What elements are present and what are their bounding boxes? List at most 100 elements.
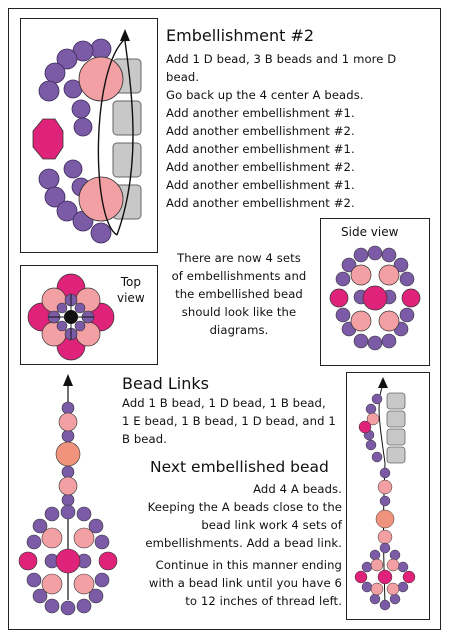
a-bead xyxy=(386,428,406,446)
side-view-diagram xyxy=(329,245,421,351)
b-bead xyxy=(74,320,86,332)
b-bead xyxy=(379,467,391,479)
b-bead xyxy=(367,245,383,261)
text-line: B bead. xyxy=(122,432,167,446)
b-bead xyxy=(399,271,415,287)
b-bead xyxy=(38,168,60,190)
d-bead xyxy=(78,56,124,102)
e-bead xyxy=(377,569,393,585)
b-bead xyxy=(371,451,383,463)
e-bead xyxy=(401,288,421,308)
b-bead xyxy=(56,200,78,222)
b-bead xyxy=(379,495,391,507)
b-bead xyxy=(44,186,66,208)
d-bead xyxy=(377,529,393,545)
b-bead xyxy=(335,271,351,287)
embellishment2-text: Add 1 D bead, 3 B beads and 1 more D bea… xyxy=(166,50,396,212)
d-bead xyxy=(378,310,400,332)
b-bead xyxy=(361,561,373,573)
b-bead xyxy=(393,257,409,273)
text-line: 1 E bead, 1 B bead, 1 D bead, and 1 xyxy=(122,414,336,428)
b-bead xyxy=(71,99,91,119)
side-view-box: Side view xyxy=(320,218,430,366)
thread-path xyxy=(116,40,134,236)
e-bead xyxy=(375,509,395,529)
e-bead xyxy=(402,570,416,584)
b-bead xyxy=(90,38,112,60)
b-bead xyxy=(353,333,369,349)
bead-chain-box xyxy=(346,372,430,620)
b-bead xyxy=(369,593,381,605)
text-line: embellishments. Add a bead link. xyxy=(145,536,342,550)
text-line: Go back up the 4 center A beads. xyxy=(166,88,364,102)
b-bead xyxy=(379,542,391,554)
text-line: Keeping the A beads close to the xyxy=(147,500,342,514)
b-bead xyxy=(397,581,409,593)
text-line: There are now 4 sets xyxy=(177,251,301,265)
b-bead xyxy=(335,307,351,323)
b-bead xyxy=(361,581,373,593)
a-bead xyxy=(386,446,406,464)
b-bead xyxy=(389,549,401,561)
arrow-head-icon xyxy=(120,29,130,41)
text-line: Continue in this manner ending xyxy=(155,558,342,572)
text-line: bead. xyxy=(166,70,200,84)
side-view-label: Side view xyxy=(341,225,399,239)
b-bead xyxy=(365,439,377,451)
top-view-diagram xyxy=(27,273,115,361)
a-bead xyxy=(386,410,406,428)
top-view-label-line: view xyxy=(117,291,145,305)
arrow-head-icon xyxy=(378,377,388,388)
text-line: Add another embellishment #1. xyxy=(166,142,355,156)
b-bead xyxy=(74,302,86,314)
text-line: of embellishments and xyxy=(171,269,307,283)
d-bead xyxy=(350,310,372,332)
text-line: bead link work 4 sets of xyxy=(201,518,342,532)
text-line: Add 1 D bead, 3 B beads and 1 more D xyxy=(166,52,397,66)
b-bead xyxy=(73,117,93,137)
text-line: Add another embellishment #1. xyxy=(166,106,355,120)
b-bead xyxy=(381,247,397,263)
text-line: should look like the xyxy=(181,305,297,319)
b-bead xyxy=(379,599,391,611)
e-bead xyxy=(358,420,372,434)
b-bead xyxy=(369,549,381,561)
d-bead xyxy=(370,582,384,596)
b-bead xyxy=(38,80,60,102)
e-bead xyxy=(329,288,349,308)
text-line: Add 4 A beads. xyxy=(253,482,342,496)
d-bead xyxy=(377,479,393,495)
continue-text: Continue in this manner ending with a be… xyxy=(128,556,342,610)
page-border xyxy=(8,8,441,630)
e-bead xyxy=(354,570,368,584)
b-bead xyxy=(397,561,409,573)
b-bead xyxy=(399,307,415,323)
top-view-box: Top view xyxy=(20,265,158,365)
text-line: Add another embellishment #2. xyxy=(166,124,355,138)
bead-links-text: Add 1 B bead, 1 D bead, 1 B bead, 1 E be… xyxy=(122,394,336,448)
b-bead xyxy=(90,222,112,244)
d-bead xyxy=(370,558,384,572)
text-line: diagrams. xyxy=(209,323,269,337)
b-bead xyxy=(389,593,401,605)
text-line: to 12 inches of thread left. xyxy=(185,594,342,608)
text-line: Add another embellishment #2. xyxy=(166,196,355,210)
a-bead xyxy=(386,392,406,410)
bead-links-title: Bead Links xyxy=(122,374,209,393)
b-bead xyxy=(365,403,377,415)
text-line: Add another embellishment #2. xyxy=(166,160,355,174)
b-bead xyxy=(56,48,78,70)
b-bead xyxy=(56,302,68,314)
a-bead xyxy=(112,142,142,178)
thread-path xyxy=(97,38,126,236)
embellishment-diagram-box xyxy=(20,18,158,253)
b-bead xyxy=(63,159,83,179)
embellishment2-title: Embellishment #2 xyxy=(166,26,315,45)
middle-note: There are now 4 sets of embellishments a… xyxy=(165,249,313,339)
a-bead xyxy=(112,100,142,136)
d-bead xyxy=(366,412,380,426)
b-bead xyxy=(56,320,68,332)
d-bead xyxy=(386,582,400,596)
b-bead xyxy=(353,247,369,263)
b-bead xyxy=(381,333,397,349)
